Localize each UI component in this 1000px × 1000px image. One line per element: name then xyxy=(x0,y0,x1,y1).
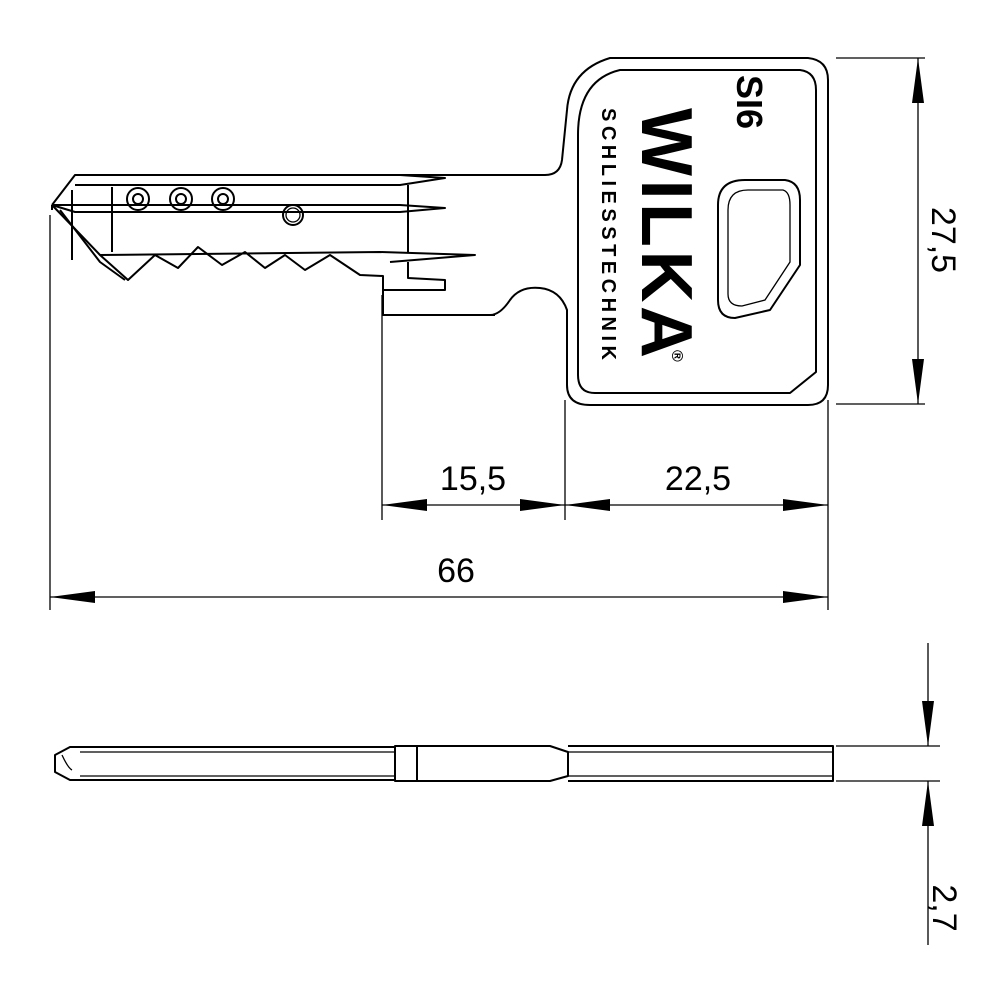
dim-total-length: 66 xyxy=(437,552,475,590)
hole xyxy=(282,204,304,226)
dimensions-side: 2,7 xyxy=(836,643,963,945)
brand-name: WILKA xyxy=(626,108,706,358)
key-side-view xyxy=(54,745,834,782)
dimple xyxy=(126,187,150,211)
logo-icon: SI6 xyxy=(729,75,770,129)
registered-mark: ® xyxy=(668,350,685,362)
key-head: WILKA SCHLIESSTECHNIK ® SI6 xyxy=(400,57,829,406)
dim-head-height: 27,5 xyxy=(924,207,962,273)
dimple xyxy=(169,187,193,211)
dim-head-length: 22,5 xyxy=(665,460,731,498)
dim-blade-shoulder: 15,5 xyxy=(440,460,506,498)
dim-thickness: 2,7 xyxy=(925,884,963,931)
key-blade-top-view xyxy=(51,174,495,316)
brand-subtitle: SCHLIESSTECHNIK xyxy=(597,108,619,361)
dimensions-top: 15,5 22,5 66 27,5 xyxy=(49,57,962,610)
dimple xyxy=(211,187,235,211)
